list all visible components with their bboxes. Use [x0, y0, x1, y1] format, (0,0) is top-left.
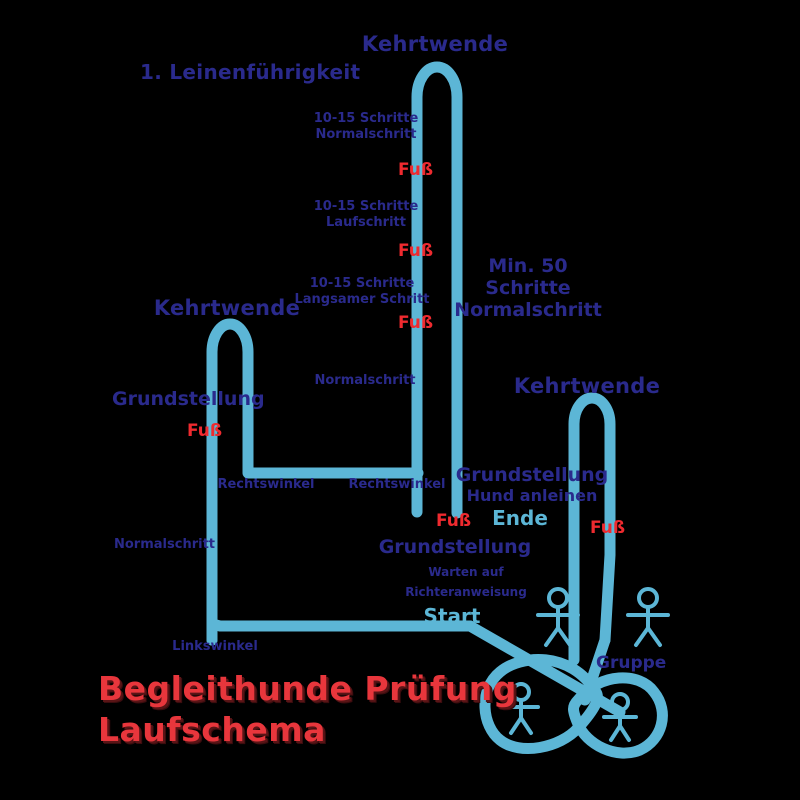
- label-rechtswinkel-right: Rechtswinkel: [348, 477, 446, 492]
- main-title: Begleithunde Prüfung Laufschema: [98, 668, 517, 751]
- path-bottom-left-corner: [206, 618, 476, 646]
- label-fuss-right: Fuß: [590, 518, 626, 538]
- path-figure-eight-left-loop: [479, 654, 603, 754]
- label-min50-line1: Min. 50: [488, 255, 568, 277]
- label-schritte-lauf-1: 10-15 Schritte: [313, 199, 419, 214]
- main-title-line1: Begleithunde Prüfung: [98, 669, 517, 708]
- label-kehrtwende-right: Kehrtwende: [513, 374, 661, 398]
- label-fuss-a: Fuß: [398, 160, 434, 180]
- label-hund-anleinen: Hund anleinen: [466, 486, 598, 505]
- path-left-uturn: [206, 318, 424, 646]
- label-fuss-left: Fuß: [187, 421, 223, 441]
- label-kehrtwende-left: Kehrtwende: [153, 296, 301, 320]
- label-start: Start: [423, 604, 481, 628]
- main-title-line2: Laufschema: [98, 710, 326, 750]
- label-laufschritt: Laufschritt: [326, 215, 406, 230]
- label-ende: Ende: [492, 506, 548, 530]
- section-title: 1. Leinenführigkeit: [140, 60, 361, 84]
- label-rechtswinkel-left: Rechtswinkel: [217, 477, 315, 492]
- label-schritte-langsam-1: 10-15 Schritte: [309, 276, 415, 291]
- label-min50-line2: Schritte: [485, 277, 571, 299]
- label-normalschritt-mid: Normalschritt: [314, 373, 416, 388]
- path-right-uturn: [568, 392, 616, 666]
- stick-figure-3: [502, 682, 540, 735]
- label-fuss-b: Fuß: [398, 241, 434, 261]
- stick-figure-2: [626, 587, 670, 647]
- stick-figure-4: [602, 692, 638, 742]
- label-langsamer-schritt: Langsamer Schritt: [294, 292, 430, 307]
- stick-figure-1: [536, 587, 580, 647]
- label-kehrtwende-top: Kehrtwende: [361, 32, 509, 56]
- path-right-leg-into-eight: [579, 634, 611, 706]
- label-richteranweisung: Richteranweisung: [405, 585, 527, 599]
- label-normalschritt-left: Normalschritt: [114, 537, 215, 552]
- label-fuss-center: Fuß: [436, 511, 472, 531]
- label-linkswinkel: Linkswinkel: [172, 639, 258, 654]
- label-fuss-c: Fuß: [398, 313, 434, 333]
- label-grundstellung-left: Grundstellung: [112, 388, 265, 410]
- label-grundstellung-start: Grundstellung: [378, 536, 532, 558]
- label-normalschritt-1: Normalschritt: [315, 127, 417, 142]
- label-gruppe: Gruppe: [596, 653, 667, 673]
- path-figure-eight-right-loop: [568, 672, 668, 759]
- path-top-uturn: [411, 61, 463, 519]
- label-schritte-normal-1: 10-15 Schritte: [313, 111, 419, 126]
- label-min50-line3: Normalschritt: [454, 299, 602, 321]
- label-grundstellung-end: Grundstellung: [455, 464, 609, 486]
- label-warten-auf: Warten auf: [428, 565, 504, 579]
